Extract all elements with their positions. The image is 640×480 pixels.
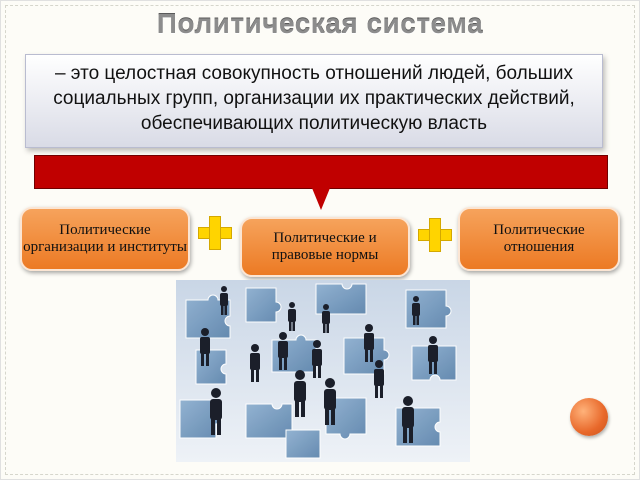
- definition-box: – это целостная совокупность отношений л…: [25, 54, 603, 148]
- slide-title: Политическая система: [156, 8, 484, 39]
- component-label: Политические и правовые нормы: [271, 230, 379, 263]
- red-bar: [34, 155, 608, 189]
- definition-text: – это целостная совокупность отношений л…: [53, 63, 575, 134]
- component-box-relations: Политические отношения: [458, 207, 620, 271]
- slide-border: [5, 5, 635, 475]
- component-label: Политические отношения: [493, 222, 585, 255]
- plus-icon: [418, 218, 452, 252]
- component-label: Политические организации и институты: [23, 222, 187, 255]
- plus-icon: [198, 216, 232, 250]
- component-box-norms: Политические и правовые нормы: [240, 217, 410, 277]
- puzzle-people-illustration: [176, 280, 470, 462]
- down-arrow-icon: [312, 188, 330, 210]
- decorative-circle: [570, 398, 608, 436]
- component-box-organizations: Политические организации и институты: [20, 207, 190, 271]
